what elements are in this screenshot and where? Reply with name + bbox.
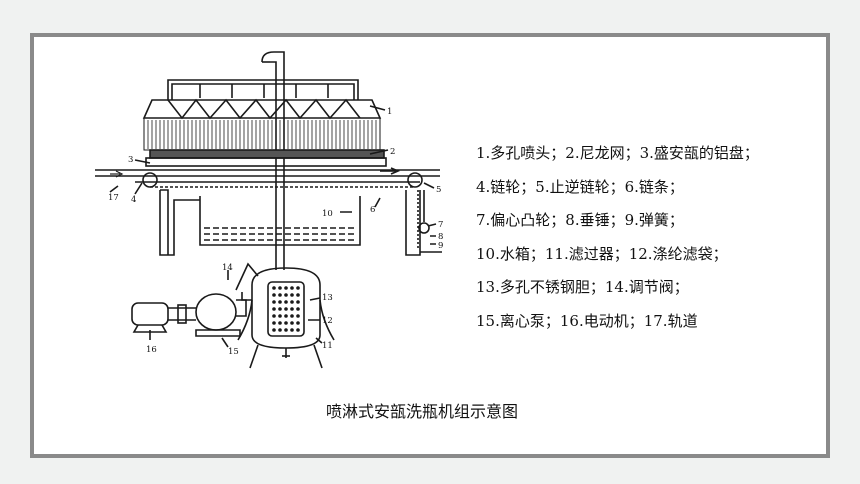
regulating-valve — [235, 262, 259, 291]
label-5: 5 — [436, 185, 441, 195]
label-9: 9 — [438, 241, 443, 251]
legend-line: 13.多孔不锈钢胆；14.调节阀； — [476, 278, 689, 296]
label-7: 7 — [438, 220, 443, 230]
label-2: 2 — [390, 147, 395, 157]
centrifugal-pump — [195, 293, 247, 337]
part-labels: 1 2 3 4 5 6 7 8 9 10 11 12 13 14 15 16 1… — [108, 107, 443, 357]
label-11: 11 — [322, 341, 333, 351]
legend-line: 10.水箱；11.滤过器；12.涤纶滤袋； — [476, 244, 728, 263]
nozzle-comb — [143, 117, 381, 151]
label-17: 17 — [108, 193, 119, 203]
label-12: 12 — [322, 316, 333, 326]
label-13: 13 — [322, 293, 333, 303]
frame-left — [159, 190, 200, 256]
label-16: 16 — [146, 345, 157, 355]
filter-vessel — [237, 267, 335, 369]
washer-schematic: 1 2 3 4 5 6 7 8 9 10 11 12 13 14 15 16 1… — [95, 51, 443, 369]
legend-line: 1.多孔喷头；2.尼龙网；3.盛安瓿的铝盘； — [476, 144, 759, 162]
label-14: 14 — [222, 263, 233, 273]
frame-right — [405, 190, 421, 256]
aluminum-tray — [145, 157, 387, 167]
label-6: 6 — [370, 205, 375, 215]
caption-text: 喷淋式安瓿洗瓶机组示意图 — [325, 402, 518, 421]
nylon-net — [149, 149, 385, 159]
legend-line: 7.偏心凸轮；8.垂锤；9.弹簧； — [476, 211, 684, 229]
track — [95, 167, 440, 183]
figure-caption: 喷淋式安瓿洗瓶机组示意图 — [0, 398, 860, 422]
legend-line: 4.链轮；5.止逆链轮；6.链条； — [476, 177, 684, 196]
sprocket — [142, 172, 158, 188]
electric-motor — [131, 302, 196, 333]
riser-pipe — [261, 51, 285, 270]
water-tank — [199, 196, 361, 246]
spray-manifold — [142, 79, 382, 120]
label-1: 1 — [387, 107, 392, 117]
parts-legend: 1.多孔喷头；2.尼龙网；3.盛安瓿的铝盘； 4.链轮；5.止逆链轮；6.链条；… — [476, 137, 759, 338]
label-4: 4 — [131, 195, 136, 205]
check-sprocket — [407, 172, 423, 188]
label-8: 8 — [438, 232, 443, 242]
label-3: 3 — [128, 155, 133, 165]
label-15: 15 — [228, 347, 239, 357]
legend-line: 15.离心泵；16.电动机；17.轨道 — [476, 311, 698, 330]
label-10: 10 — [322, 209, 333, 219]
